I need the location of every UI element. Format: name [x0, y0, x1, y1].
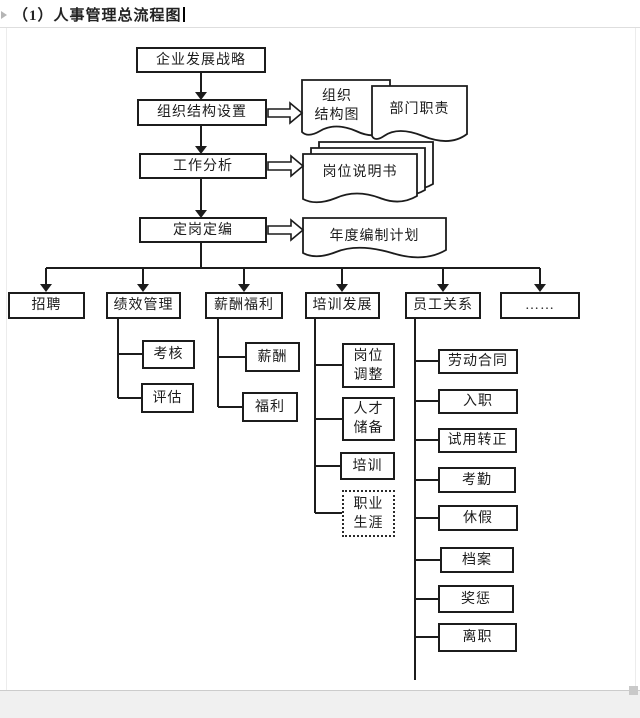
block-arrow-structure-doc — [267, 101, 304, 125]
node-labor-contract: 劳动合同 — [438, 349, 518, 374]
block-arrows — [267, 101, 305, 242]
title-row: （1）人事管理总流程图 — [0, 0, 640, 28]
node-salary: 薪酬 — [245, 342, 300, 372]
node-training-item: 培训 — [340, 452, 395, 480]
node-employee-relations: 员工关系 — [405, 292, 481, 319]
node-career: 职业 生涯 — [342, 490, 395, 537]
arrowhead-2 — [195, 146, 207, 154]
arrowhead-performance — [137, 284, 149, 292]
doc-annual-plan-label: 年度编制计划 — [329, 228, 420, 244]
node-probation: 试用转正 — [438, 428, 517, 453]
doc-job-desc-label: 岗位说明书 — [322, 164, 398, 180]
block-arrow-analysis-doc — [267, 154, 305, 178]
arrowhead-recruit — [40, 284, 52, 292]
node-strategy: 企业发展战略 — [136, 47, 266, 73]
trunk-employee — [414, 318, 440, 680]
node-rewards: 奖惩 — [438, 585, 514, 613]
arrowhead-compensation — [238, 284, 250, 292]
node-job-analysis: 工作分析 — [139, 153, 267, 179]
list-bullet-icon — [1, 11, 7, 19]
page-title-text: （1）人事管理总流程图 — [13, 8, 182, 24]
node-evaluation: 评估 — [141, 383, 194, 413]
page-bottom-strip — [0, 690, 640, 718]
node-assessment: 考核 — [142, 340, 195, 369]
node-talent-reserve: 人才 储备 — [342, 397, 395, 441]
doc-job-desc-front — [302, 153, 418, 204]
arrowhead-1 — [195, 92, 207, 100]
node-attendance: 考勤 — [438, 467, 516, 493]
trunk-performance — [117, 318, 142, 399]
trunk-training — [314, 318, 342, 514]
node-position-adjust: 岗位 调整 — [342, 343, 395, 388]
node-resignation: 离职 — [438, 623, 517, 652]
page-title[interactable]: （1）人事管理总流程图 — [13, 4, 185, 25]
node-leave: 休假 — [438, 505, 518, 531]
node-performance: 绩效管理 — [106, 292, 181, 319]
document-shapes — [301, 79, 468, 259]
node-more: …… — [500, 292, 580, 319]
node-training: 培训发展 — [305, 292, 380, 319]
connector-lines — [45, 73, 541, 680]
page-right-border — [635, 28, 636, 690]
arrowhead-training — [336, 284, 348, 292]
node-compensation: 薪酬福利 — [205, 292, 283, 319]
doc-dept-duty-label: 部门职责 — [389, 101, 450, 117]
arrowheads — [40, 92, 546, 292]
arrowhead-employee — [437, 284, 449, 292]
trunk-compensation — [217, 318, 245, 408]
doc-annual-plan-shape — [302, 217, 447, 259]
node-onboarding: 入职 — [438, 389, 518, 414]
block-arrow-staffing-doc — [267, 218, 305, 242]
text-cursor — [182, 7, 185, 22]
doc-org-chart-label: 组织 结构图 — [314, 89, 360, 123]
page-left-border — [6, 28, 7, 690]
node-org-structure: 组织结构设置 — [137, 99, 267, 126]
arrowhead-3 — [195, 210, 207, 218]
arrowhead-more — [534, 284, 546, 292]
node-staffing: 定岗定编 — [139, 217, 267, 243]
node-welfare: 福利 — [242, 392, 298, 422]
doc-dept-duty-shape — [371, 85, 468, 142]
node-archives: 档案 — [440, 547, 514, 573]
scrollbar-corner[interactable] — [629, 686, 638, 695]
node-recruit: 招聘 — [8, 292, 85, 319]
